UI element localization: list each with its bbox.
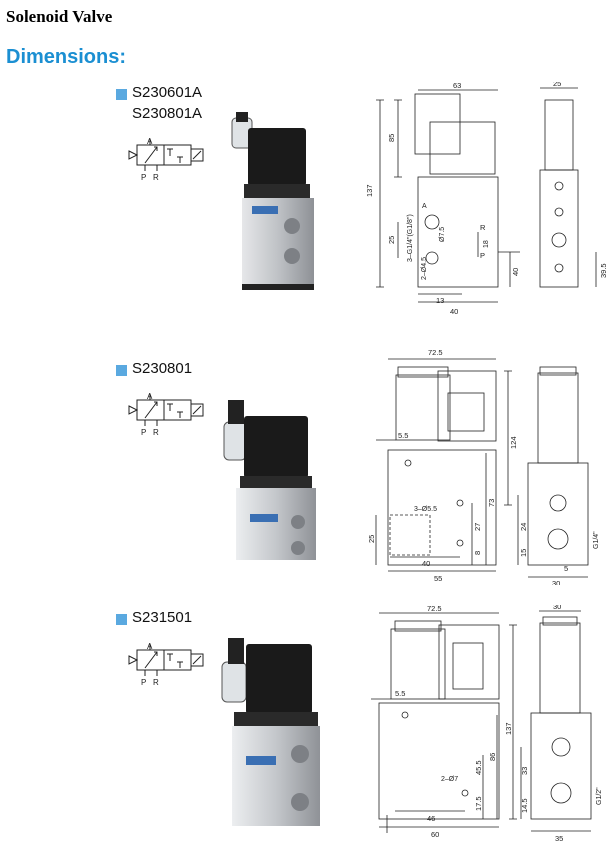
dim-label: 72.5: [428, 348, 443, 357]
model-code: S230601A: [132, 84, 203, 101]
bullet-icon: [116, 614, 127, 625]
port-label-r: R: [153, 173, 159, 182]
dim-label: 33: [520, 767, 529, 775]
dim-label: 5: [564, 564, 568, 573]
port-label-a: A: [147, 392, 153, 401]
port-label-r: R: [153, 428, 159, 437]
valve-symbol: A P R: [128, 642, 204, 687]
dim-label: 63: [453, 82, 461, 90]
model-code: S230801A: [132, 105, 203, 122]
dim-label: 18: [483, 240, 490, 248]
dim-label: 24: [519, 523, 528, 531]
dim-label: 86: [488, 753, 497, 761]
port-label-a: A: [147, 137, 153, 146]
dim-label: 55: [434, 574, 442, 583]
valve-photo-image: [223, 400, 316, 560]
dim-label: Ø7.5: [439, 227, 446, 242]
dim-label: 25: [553, 82, 561, 88]
dim-label: 60: [431, 830, 439, 839]
dim-label: 8: [473, 551, 482, 555]
dim-label: 124: [509, 436, 518, 449]
port-label-p: P: [141, 173, 146, 182]
dim-label: 17.5: [474, 796, 483, 811]
dim-label: 25: [387, 236, 396, 244]
dim-label: 15: [519, 549, 528, 557]
dim-label: 85: [387, 134, 396, 142]
model-code: S230801: [132, 360, 193, 377]
dim-label: A: [422, 203, 427, 210]
dim-label: 35: [555, 834, 563, 843]
dim-label: 30: [553, 605, 561, 611]
bullet-icon: [116, 365, 127, 376]
dim-label: 25: [368, 535, 376, 543]
dim-label: 137: [504, 722, 513, 735]
dim-label: 5.5: [395, 689, 405, 698]
dim-label: G1/2": [596, 787, 603, 805]
valve-photo-image: [231, 112, 314, 290]
dim-label: 5.5: [398, 431, 408, 440]
valve-photo-image: [221, 638, 320, 826]
valve-symbol: A P R: [128, 137, 204, 182]
dim-label: P: [480, 251, 485, 260]
dim-label: 40: [450, 307, 458, 316]
port-label-p: P: [141, 428, 146, 437]
document-title: Solenoid Valve: [6, 7, 113, 26]
dim-label: 72.5: [427, 605, 442, 613]
bullet-icon: [116, 89, 127, 100]
dim-label: 2–Ø4.5: [421, 257, 428, 280]
dim-label: 45.5: [474, 760, 483, 775]
dim-label: 3–Ø5.5: [414, 506, 437, 513]
dim-label: 2–Ø7: [441, 776, 458, 783]
valve-symbol: A P R: [128, 392, 204, 437]
dim-label: 30: [552, 579, 560, 585]
dim-label: R: [480, 223, 486, 232]
dim-label: 73: [487, 499, 496, 507]
port-label-r: R: [153, 678, 159, 687]
dim-label: 13: [436, 296, 444, 305]
dimension-drawing-2: 72.5 5.5 124 3–Ø5.5 73 27 25 8 40 55 24 …: [368, 348, 600, 585]
model-code: S231501: [132, 609, 193, 626]
port-label-a: A: [147, 642, 153, 651]
dim-label: 46: [427, 814, 435, 823]
dim-label: G1/4": [593, 531, 600, 549]
dim-label: 40: [511, 268, 520, 276]
dim-label: 14.5: [520, 798, 529, 813]
dim-label: 40: [422, 559, 430, 568]
dimension-drawing-3: 72.5 5.5 137 86 45.5 2–Ø7 17.5 46 60 30 …: [371, 605, 603, 843]
port-label-p: P: [141, 678, 146, 687]
dim-label: 27: [473, 523, 482, 531]
section-title-dimensions: Dimensions:: [6, 46, 127, 68]
dim-label: 39.5: [599, 263, 608, 278]
dim-label: 3–G1/4"(G1/8"): [407, 214, 414, 262]
dim-label: 137: [365, 184, 374, 197]
dimension-drawing-1: 63 137 85 25 3–G1/4"(G1/8") A Ø7.5 18 2–…: [365, 82, 608, 316]
